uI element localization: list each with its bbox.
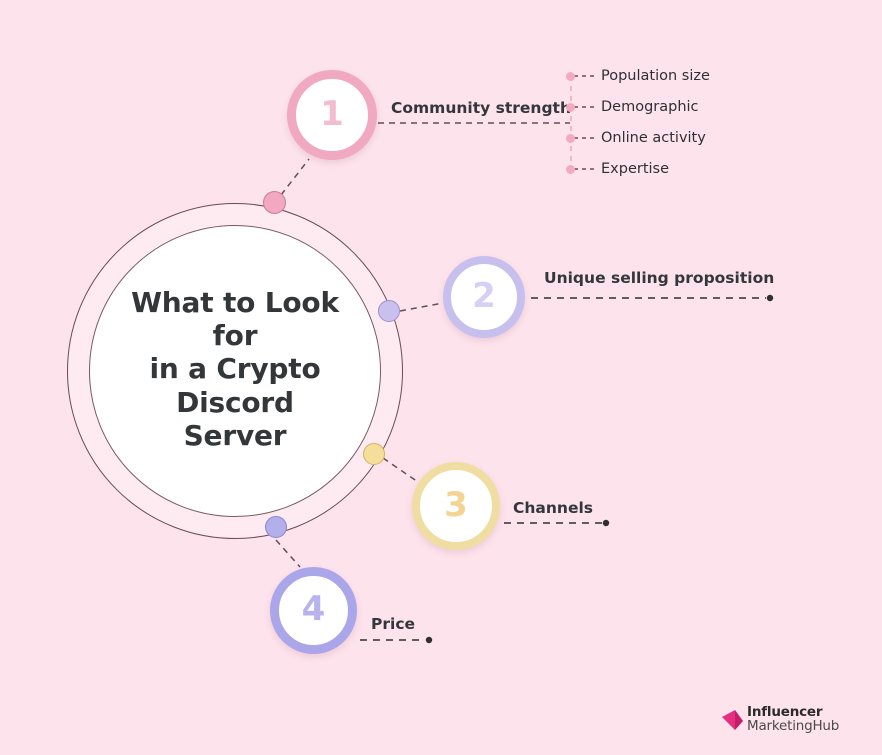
node-label-1: Community strength <box>391 99 571 117</box>
logo-wordmark: Influencer MarketingHub <box>747 704 840 734</box>
logo-marketing-text: Marketing <box>747 717 813 734</box>
sub-item-dot-3 <box>566 133 575 143</box>
sub-item-demographic: Demographic <box>601 99 699 115</box>
brand-logo[interactable]: Influencer MarketingHub <box>722 704 840 734</box>
hub-title-line-2: in a Crypto Discord <box>149 352 321 419</box>
hub-connector-dot-4 <box>265 516 287 538</box>
sub-item-dot-1 <box>566 71 575 81</box>
node-number-1: 1 <box>320 93 344 134</box>
logo-hub-text: Hub <box>812 717 840 734</box>
connector-hub-to-node3 <box>382 457 419 483</box>
hub-title-line-1: What to Look for <box>131 286 339 353</box>
sub-item-online-activity: Online activity <box>601 130 706 146</box>
node-number-4: 4 <box>301 589 326 629</box>
sub-item-dot-4 <box>566 164 575 174</box>
node-label-2: Unique selling proposition <box>544 269 775 287</box>
node-circle-2[interactable]: 2 <box>443 256 525 338</box>
sub-item-population-size: Population size <box>601 68 710 84</box>
logo-line-influencer: Influencer <box>747 704 823 720</box>
node-circle-1[interactable]: 1 <box>287 70 377 160</box>
logo-arrow-icon <box>722 709 743 730</box>
hub-connector-dot-2 <box>378 300 400 322</box>
node-label-4: Price <box>371 615 416 633</box>
sub-item-expertise: Expertise <box>601 161 670 177</box>
connector-hub-to-node4 <box>275 539 301 568</box>
connector-hub-to-node1 <box>280 158 310 196</box>
terminal-dot-3 <box>602 519 610 527</box>
hub-title-line-3: Server <box>183 418 287 452</box>
hub-inner-circle: What to Look for in a Crypto Discord Ser… <box>89 225 381 517</box>
node-circle-4[interactable]: 4 <box>270 567 357 654</box>
hub-connector-dot-1 <box>263 191 286 214</box>
sub-item-dot-2 <box>566 102 575 112</box>
node-label-3: Channels <box>513 499 593 517</box>
node-number-2: 2 <box>472 275 496 316</box>
connector-hub-to-node2 <box>399 302 444 312</box>
node-number-3: 3 <box>444 484 468 525</box>
page-title: What to Look for in a Crypto Discord Ser… <box>110 286 360 455</box>
terminal-dot-4 <box>425 636 433 644</box>
terminal-dot-2 <box>766 294 774 302</box>
hub-connector-dot-3 <box>363 443 385 465</box>
node-circle-3[interactable]: 3 <box>412 462 500 550</box>
logo-line-marketinghub: MarketingHub <box>747 717 840 734</box>
